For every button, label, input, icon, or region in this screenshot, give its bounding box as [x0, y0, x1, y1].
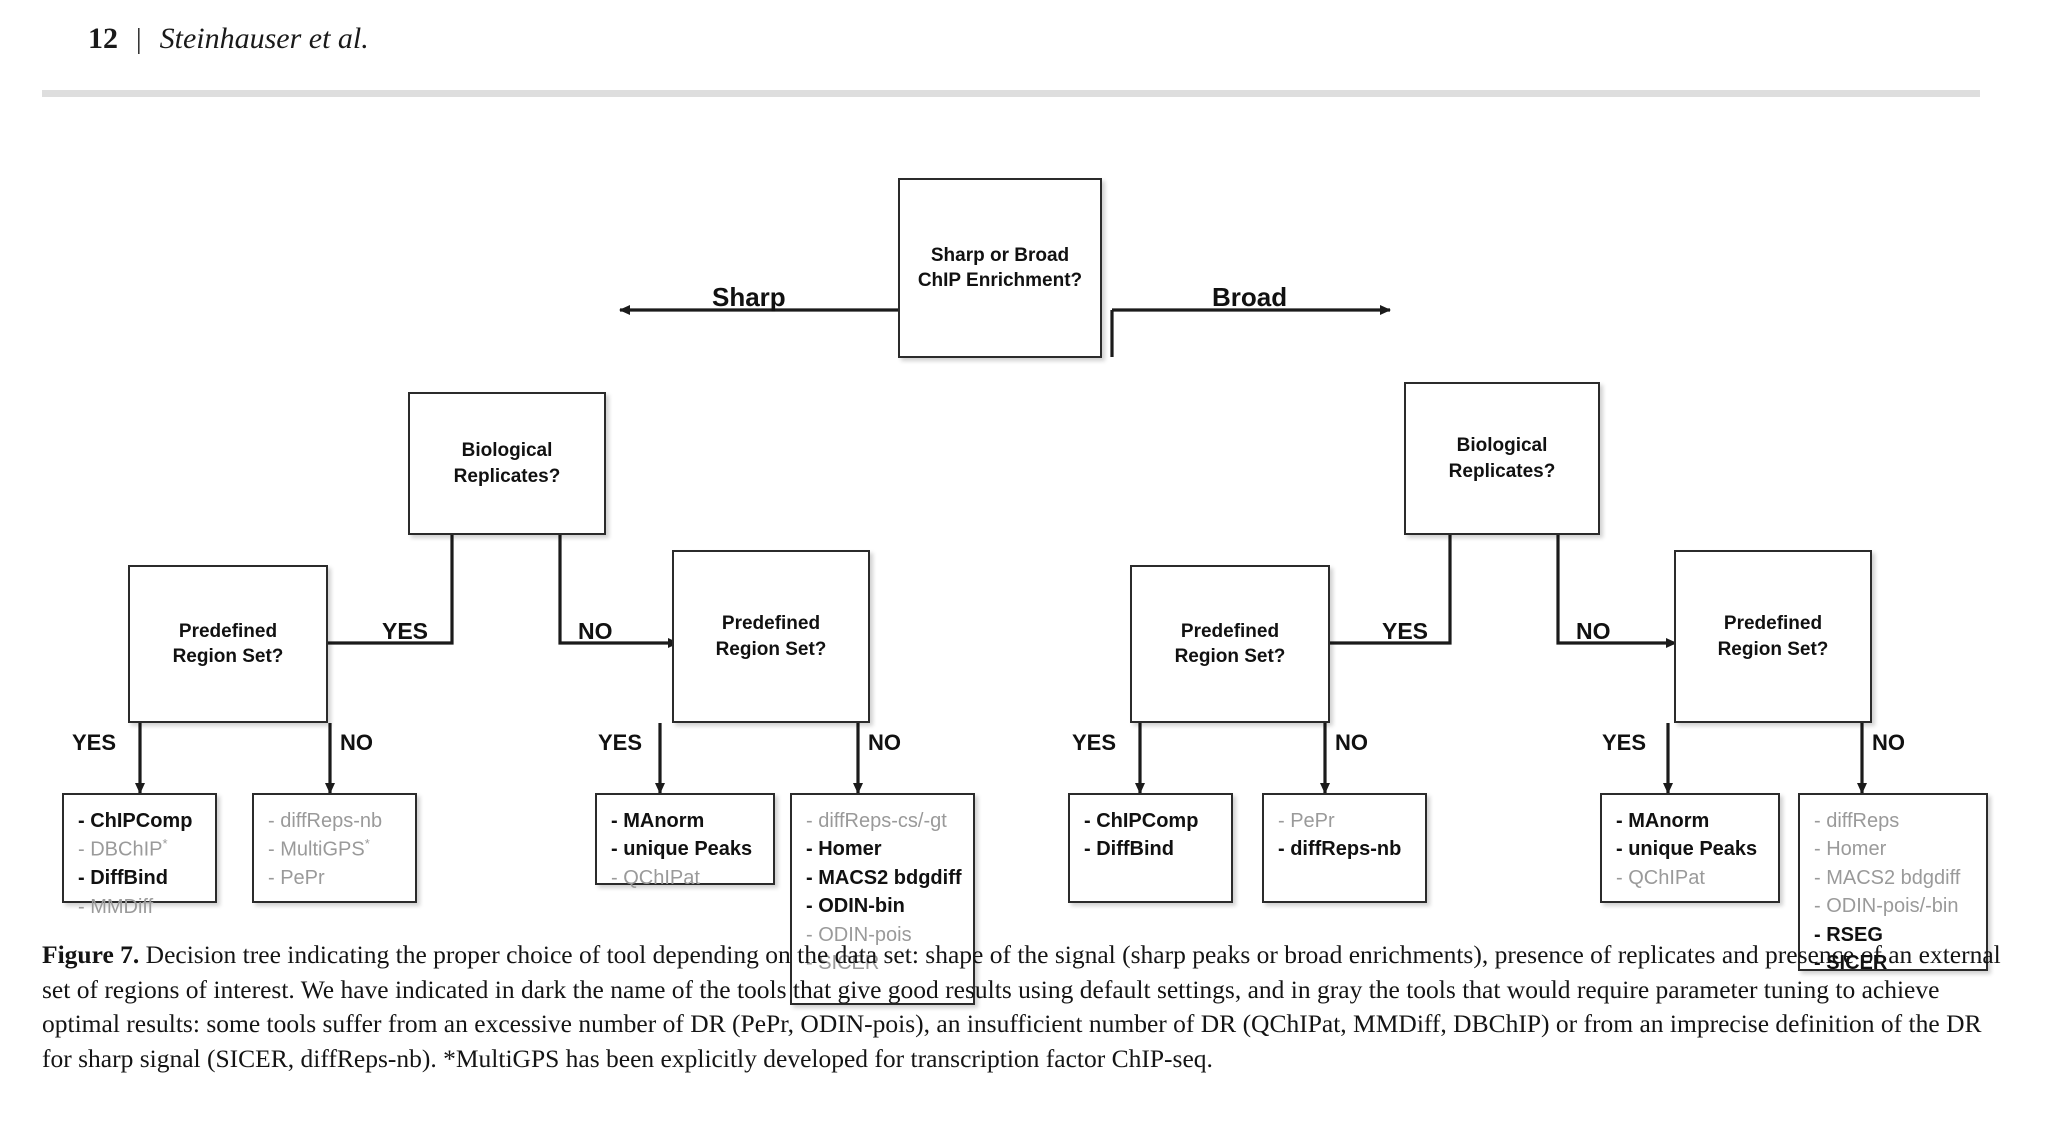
tool-item: - ODIN-bin	[806, 895, 905, 918]
node-region-set-sharp-no[interactable]: Predefined Region Set?	[672, 550, 870, 723]
edge-label-region3-yes: YES	[1072, 730, 1117, 755]
leaf-box-sharp-no-no: - diffReps-cs/-gt - Homer - MACS2 bdgdiff -…	[790, 793, 975, 1005]
tool-item: - ODIN-pois	[806, 923, 912, 946]
tool-item: - MAnorm	[611, 810, 705, 832]
leaf-box-broad-yes-no: - PePr - diffReps-nb	[1262, 793, 1427, 903]
leaf-box-sharp-yes-yes: - ChIPComp - DBChIP* - DiffBind - MMDiff	[62, 793, 217, 918]
node-region-set-sharp-yes-line1: Predefined	[178, 620, 278, 642]
node-biological-replicates-sharp[interactable]: Biological Replicates?	[408, 392, 606, 535]
edge-label-sharp-replicates-yes: YES	[382, 618, 429, 644]
tool-item: - ODIN-pois/-bin	[1814, 895, 1959, 918]
edge-label-broad: Broad	[1212, 282, 1288, 312]
edge-label-region1-yes: YES	[72, 730, 117, 755]
footnote-asterisk: *	[364, 836, 370, 852]
node-biological-replicates-broad[interactable]: Biological Replicates?	[1404, 382, 1600, 535]
page-number: 12	[88, 22, 118, 55]
edge-label-region4-yes: YES	[1602, 730, 1647, 755]
node-region-set-sharp-no-line2: Region Set?	[715, 638, 827, 660]
tool-item: - Homer	[806, 838, 882, 861]
tool-item: - SICER	[806, 951, 880, 974]
node-region-set-broad-yes-line2: Region Set?	[1174, 646, 1286, 667]
header-rule	[42, 90, 1980, 97]
footnote-asterisk: *	[162, 836, 168, 852]
node-region-set-sharp-yes-line2: Region Set?	[172, 646, 284, 667]
leaf-box-broad-yes-yes: - ChIPComp - DiffBind	[1068, 793, 1233, 903]
node-biological-replicates-broad-line1: Biological	[1456, 435, 1548, 457]
edge-label-region2-no: NO	[868, 730, 901, 755]
figure-caption-label: Figure 7.	[42, 940, 140, 969]
tool-item: - MACS2 bdgdiff	[806, 866, 962, 889]
tool-item: - MAnorm	[1616, 810, 1710, 832]
leaf-box-broad-no-yes: - MAnorm - unique Peaks - QChIPat	[1600, 793, 1780, 903]
tool-item: - QChIPat	[1616, 866, 1705, 889]
tool-item: - diffReps	[1814, 810, 1900, 832]
tool-item: - diffReps-nb	[1278, 838, 1402, 861]
running-authors: Steinhauser et al.	[159, 22, 369, 55]
leaf-box-sharp-no-yes: - MAnorm - unique Peaks - QChIPat	[595, 793, 775, 889]
node-region-set-broad-yes[interactable]: Predefined Region Set?	[1130, 565, 1330, 723]
tool-item: - DiffBind	[78, 867, 168, 890]
edge-label-region1-no: NO	[340, 730, 373, 755]
node-region-set-broad-yes-line1: Predefined	[1180, 620, 1280, 642]
tool-item: - ChIPComp	[1084, 810, 1199, 832]
tool-item: - unique Peaks	[611, 838, 753, 861]
node-region-set-broad-no[interactable]: Predefined Region Set?	[1674, 550, 1872, 723]
header-separator: |	[136, 24, 142, 55]
edge-label-broad-replicates-yes: YES	[1382, 618, 1429, 644]
tool-item: - MMDiff	[78, 895, 154, 918]
tool-item: - DiffBind	[1084, 838, 1174, 861]
edge-label-region4-no: NO	[1872, 730, 1905, 755]
edge-label-region3-no: NO	[1335, 730, 1368, 755]
node-region-set-sharp-no-line1: Predefined	[721, 613, 821, 635]
tool-item: - QChIPat	[611, 866, 700, 889]
edge-label-broad-replicates-no: NO	[1576, 618, 1611, 644]
tool-item: - diffReps-nb	[268, 810, 383, 832]
leaf-box-broad-no-no: - diffReps - Homer - MACS2 bdgdiff - ODIN-p…	[1798, 793, 1988, 974]
figure-decision-tree: Sharp or Broad ChIP Enrichment? Sharp Br…	[0, 110, 2048, 1005]
tool-item: - diffReps-cs/-gt	[806, 810, 947, 832]
tool-item: - SICER	[1814, 951, 1888, 974]
edge-label-sharp-replicates-no: NO	[578, 618, 613, 644]
tool-item: - RSEG	[1814, 923, 1883, 946]
tool-item: - MACS2 bdgdiff	[1814, 866, 1961, 889]
node-chip-enrichment[interactable]: Sharp or Broad ChIP Enrichment?	[898, 178, 1102, 358]
node-chip-enrichment-line1: Sharp or Broad	[930, 244, 1070, 266]
node-region-set-sharp-yes[interactable]: Predefined Region Set?	[128, 565, 328, 723]
tool-item: - DBChIP*	[78, 836, 168, 862]
tool-item: - ChIPComp	[78, 810, 193, 832]
tool-item: - Homer	[1814, 838, 1887, 861]
edge-label-region2-yes: YES	[598, 730, 643, 755]
figure-caption: Figure 7. Decision tree indicating the p…	[42, 938, 2006, 1077]
node-biological-replicates-broad-line2: Replicates?	[1448, 460, 1556, 482]
node-chip-enrichment-line2: ChIP Enrichment?	[917, 270, 1083, 291]
tool-item: - unique Peaks	[1616, 838, 1758, 861]
tool-item: - PePr	[1278, 810, 1335, 832]
node-biological-replicates-sharp-line2: Replicates?	[453, 465, 561, 487]
leaf-box-sharp-yes-no: - diffReps-nb - MultiGPS* - PePr	[252, 793, 417, 903]
figure-caption-text: Decision tree indicating the proper choi…	[42, 940, 2001, 1074]
node-biological-replicates-sharp-line1: Biological	[461, 440, 553, 462]
node-region-set-broad-no-line1: Predefined	[1723, 613, 1823, 635]
tool-item: - PePr	[268, 867, 325, 890]
node-region-set-broad-no-line2: Region Set?	[1717, 638, 1829, 660]
edge-label-sharp: Sharp	[712, 282, 786, 312]
tool-item: - MultiGPS*	[268, 836, 370, 862]
page-header: 12 | Steinhauser et al.	[88, 22, 369, 56]
